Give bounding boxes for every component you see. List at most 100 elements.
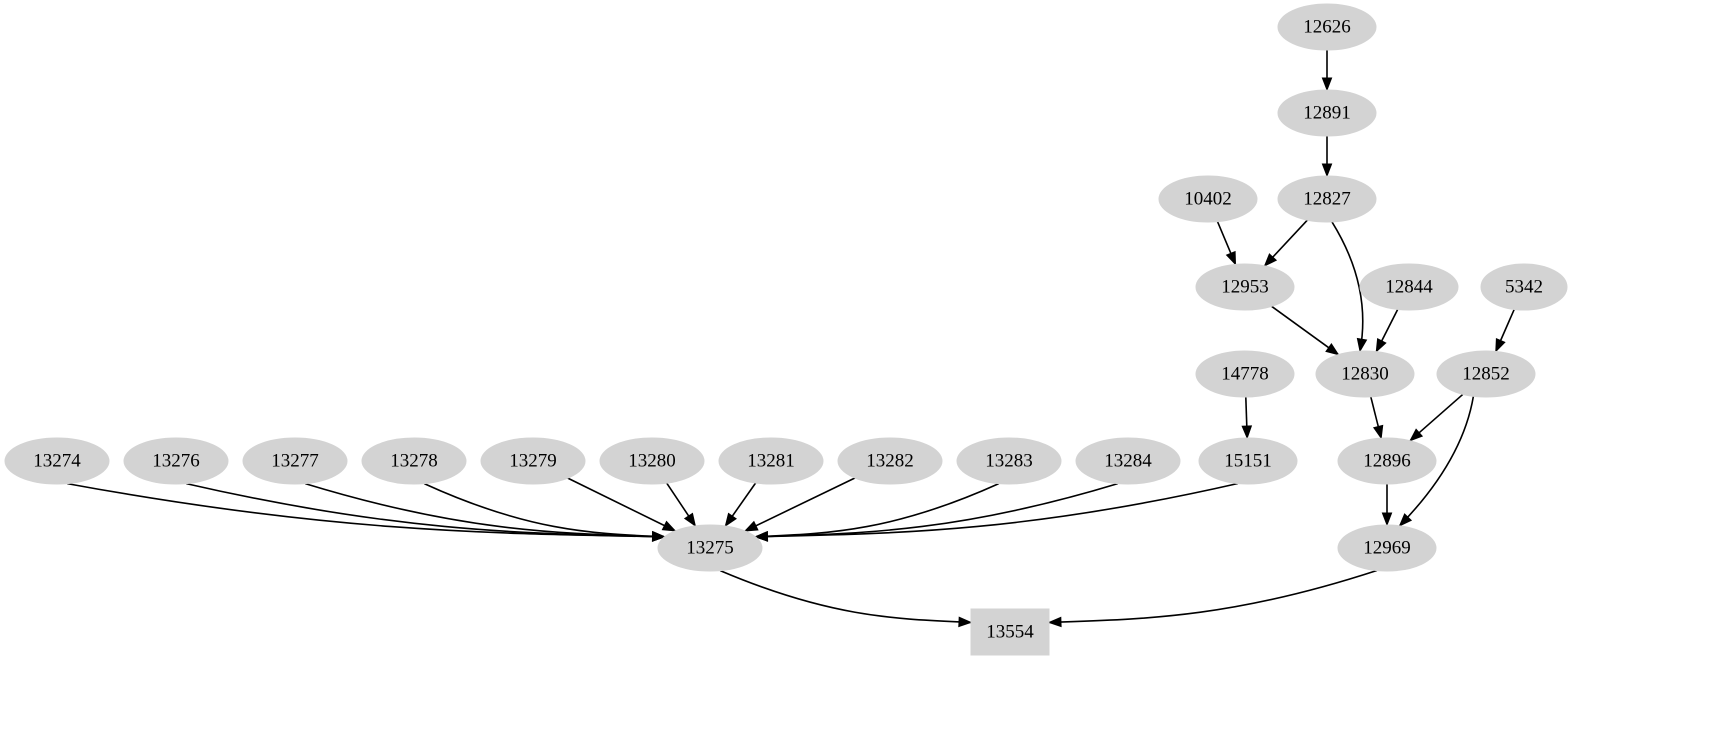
graph-edge-arrowhead — [651, 530, 666, 542]
node-ellipse-shape — [4, 437, 110, 485]
nodes-layer: 12626 12891 12827 10402 12953 12844 5342 14778 1… — [4, 3, 1568, 656]
node-ellipse-shape — [1337, 524, 1437, 572]
graph-edge — [567, 477, 676, 532]
node-label: 13279 — [509, 450, 557, 471]
graph-node[interactable]: 12827 — [1277, 175, 1377, 223]
node-ellipse-shape — [1195, 350, 1295, 398]
node-ellipse-shape — [480, 437, 586, 485]
node-ellipse-shape — [1359, 263, 1459, 311]
graph-edge-arrowhead — [724, 512, 737, 528]
graph-node[interactable]: 13279 — [480, 437, 586, 485]
graph-node[interactable]: 13284 — [1075, 437, 1181, 485]
node-label: 12891 — [1303, 102, 1351, 123]
edges-layer — [67, 50, 1515, 628]
node-label: 13274 — [33, 450, 81, 471]
node-ellipse-shape — [242, 437, 348, 485]
graph-node[interactable]: 13281 — [718, 437, 824, 485]
node-ellipse-shape — [1315, 350, 1415, 398]
graph-edge — [423, 482, 665, 538]
node-label: 12830 — [1341, 363, 1389, 384]
node-label: 13278 — [390, 450, 438, 471]
node-label: 12969 — [1363, 537, 1411, 558]
graph-edge — [755, 482, 1119, 538]
graph-node[interactable]: 10402 — [1158, 175, 1258, 223]
graph-node[interactable]: 13276 — [123, 437, 229, 485]
graph-node[interactable]: 13280 — [599, 437, 705, 485]
graph-node[interactable]: 12969 — [1337, 524, 1437, 572]
node-ellipse-shape — [837, 437, 943, 485]
graph-edge — [744, 477, 856, 532]
graph-edge — [304, 482, 665, 538]
node-label: 10402 — [1184, 188, 1232, 209]
node-label: 14778 — [1221, 363, 1269, 384]
graph-node[interactable]: 12891 — [1277, 89, 1377, 137]
graph-edge-arrowhead — [1321, 163, 1333, 178]
graph-edge — [67, 482, 665, 538]
node-ellipse-shape — [1158, 175, 1258, 223]
graph-node[interactable]: 13278 — [361, 437, 467, 485]
graph-node[interactable]: 12626 — [1277, 3, 1377, 51]
node-ellipse-shape — [1480, 263, 1568, 311]
graph-node[interactable]: 14778 — [1195, 350, 1295, 398]
graph-node[interactable]: 13283 — [956, 437, 1062, 485]
graph-edge — [1331, 221, 1364, 352]
node-label: 12953 — [1221, 276, 1269, 297]
graph-edge-arrowhead — [1241, 425, 1253, 440]
graph-node[interactable]: 13282 — [837, 437, 943, 485]
graph-edge-arrowhead — [1372, 424, 1384, 440]
node-label: 12844 — [1385, 276, 1433, 297]
node-label: 15151 — [1224, 450, 1272, 471]
graph-node[interactable]: 15151 — [1198, 437, 1298, 485]
node-label: 12852 — [1462, 363, 1510, 384]
graph-node[interactable]: 12953 — [1195, 263, 1295, 311]
node-label: 12827 — [1303, 188, 1351, 209]
node-label: 12626 — [1303, 16, 1351, 37]
graph-edge — [755, 482, 1000, 538]
node-ellipse-shape — [1075, 437, 1181, 485]
node-label: 13554 — [986, 621, 1034, 642]
graph-node[interactable]: 12844 — [1359, 263, 1459, 311]
node-ellipse-shape — [1277, 89, 1377, 137]
graph-edge-arrowhead — [1325, 343, 1340, 356]
node-ellipse-shape — [1198, 437, 1298, 485]
node-ellipse-shape — [1277, 175, 1377, 223]
graph-edge-arrowhead — [743, 520, 759, 532]
graph-edge-arrowhead — [1375, 338, 1387, 353]
graph-edge-arrowhead — [1381, 512, 1393, 527]
node-label: 13280 — [628, 450, 676, 471]
graph-edge-arrowhead — [1321, 77, 1333, 92]
node-ellipse-shape — [1337, 437, 1437, 485]
node-ellipse-shape — [1277, 3, 1377, 51]
node-ellipse-shape — [123, 437, 229, 485]
graph-node[interactable]: 13554 — [970, 608, 1050, 656]
graph-edge-arrowhead — [1225, 250, 1237, 266]
node-label: 5342 — [1505, 276, 1543, 297]
graph-edge-arrowhead — [683, 512, 697, 528]
graph-edge-arrowhead — [1409, 428, 1424, 442]
graph-node[interactable]: 12896 — [1337, 437, 1437, 485]
node-label: 13283 — [985, 450, 1033, 471]
graph-node[interactable]: 12830 — [1315, 350, 1415, 398]
graph-node[interactable]: 13274 — [4, 437, 110, 485]
graph-edge-arrowhead — [1495, 337, 1506, 353]
graph-node[interactable]: 13277 — [242, 437, 348, 485]
node-label: 12896 — [1363, 450, 1411, 471]
node-ellipse-shape — [361, 437, 467, 485]
node-ellipse-shape — [956, 437, 1062, 485]
node-label: 13275 — [686, 537, 734, 558]
node-label: 13277 — [271, 450, 319, 471]
graph-edge-arrowhead — [958, 616, 973, 628]
node-ellipse-shape — [1195, 263, 1295, 311]
graph-node[interactable]: 13275 — [657, 524, 763, 572]
graph-edge-arrowhead — [1356, 337, 1368, 353]
graph-edge — [1048, 569, 1378, 624]
graph-edge — [719, 569, 972, 624]
node-label: 13276 — [152, 450, 200, 471]
graph-edge — [1271, 305, 1339, 356]
node-ellipse-shape — [718, 437, 824, 485]
graph-node[interactable]: 12852 — [1436, 350, 1536, 398]
graph-node[interactable]: 5342 — [1480, 263, 1568, 311]
node-label: 13284 — [1104, 450, 1152, 471]
